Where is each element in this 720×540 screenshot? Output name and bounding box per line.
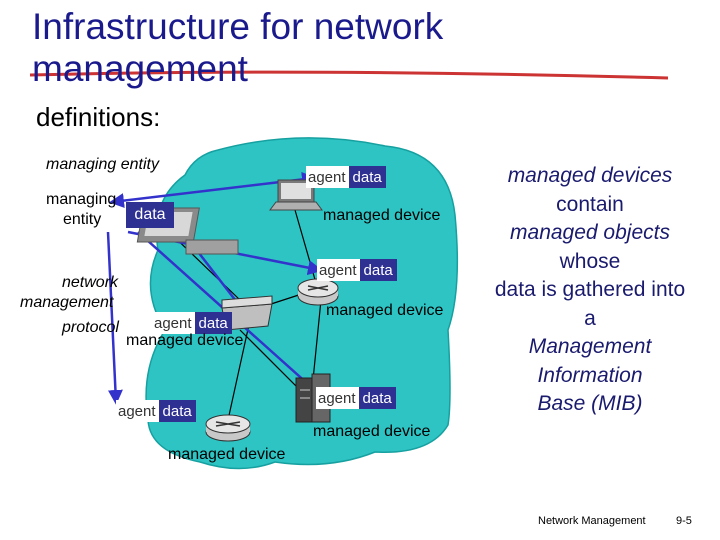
data-box: data	[349, 166, 386, 188]
side-line-4: whose	[470, 248, 710, 277]
subtitle: definitions:	[36, 102, 160, 133]
side-line-3: managed objects	[470, 219, 710, 248]
router-bottom-icon	[206, 415, 250, 441]
protocol-label-line2: management	[20, 294, 113, 312]
side-line-6: a	[470, 305, 710, 334]
page-number: 9-5	[676, 515, 692, 527]
managed-device-label-1: managed device	[323, 207, 440, 225]
managed-device-label-3: managed device	[126, 332, 243, 350]
protocol-label-line1: network	[62, 274, 118, 292]
footer-label: Network Management	[538, 515, 646, 527]
agent-label: agent	[316, 390, 359, 407]
agent-label: agent	[306, 169, 349, 186]
managing-entity-box-line1: managing	[46, 191, 116, 209]
managing-entity-label: managing entity	[46, 156, 159, 174]
side-line-2: contain	[470, 191, 710, 220]
managing-entity-data-box: data	[126, 202, 174, 228]
side-line-7: Management	[470, 333, 710, 362]
agent-label: agent	[152, 315, 195, 332]
data-box: data	[195, 312, 232, 334]
side-explanation: managed devices contain managed objects …	[470, 162, 710, 419]
protocol-label-line3: protocol	[62, 319, 119, 337]
managing-entity-box-line2: entity	[63, 211, 101, 229]
managed-device-label-5: managed device	[168, 446, 285, 464]
side-line-1: managed devices	[470, 162, 710, 191]
data-box: data	[359, 387, 396, 409]
data-box: data	[159, 400, 196, 422]
side-line-5: data is gathered into	[470, 276, 710, 305]
side-line-8: Information	[470, 362, 710, 391]
side-line-9: Base (MIB)	[470, 390, 710, 419]
page-title: Infrastructure for network management	[32, 6, 502, 90]
agent-label: agent	[317, 262, 360, 279]
agent-label: agent	[116, 403, 159, 420]
managed-device-label-4: managed device	[313, 423, 430, 441]
managed-device-label-2: managed device	[326, 302, 443, 320]
data-box: data	[360, 259, 397, 281]
